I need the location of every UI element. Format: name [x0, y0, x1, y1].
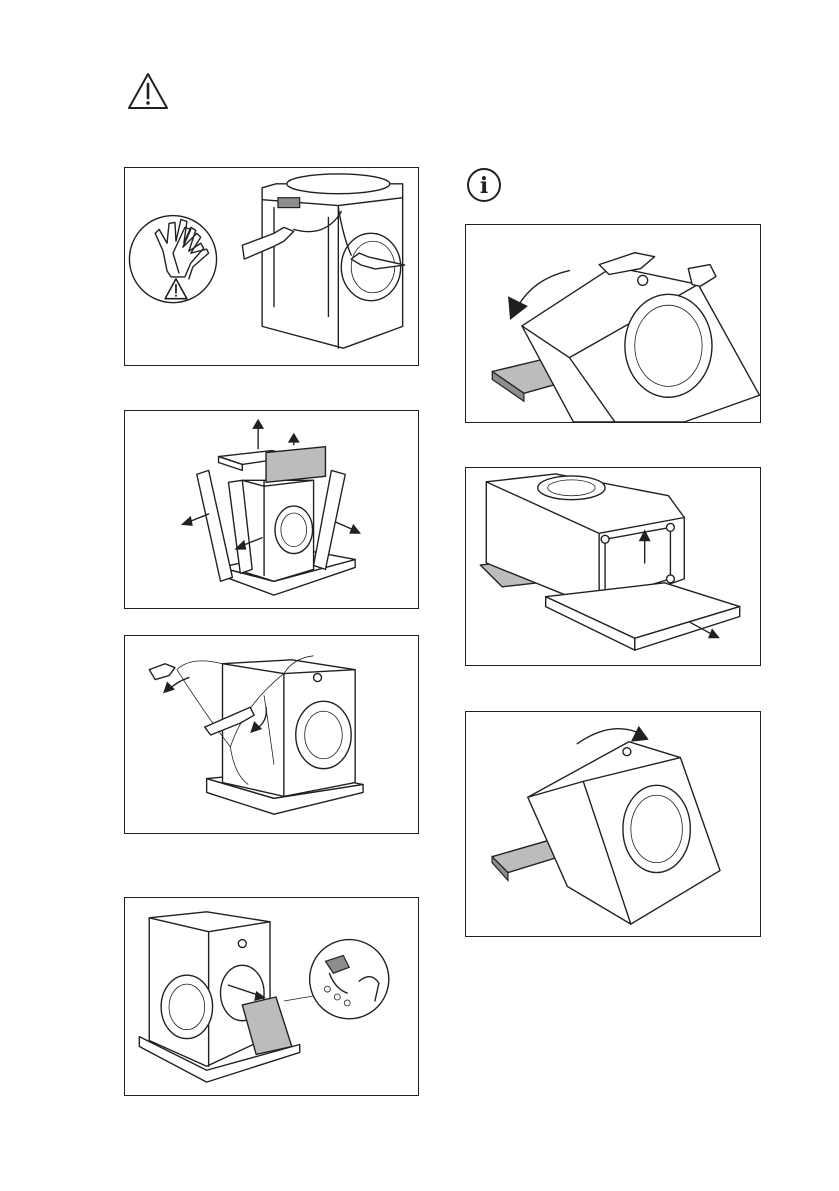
illustration	[466, 712, 760, 936]
illustration	[125, 168, 418, 365]
figure-remove-wrapping-with-gloves	[124, 167, 419, 366]
figure-open-door-remove-accessories	[124, 897, 419, 1096]
info-circle-icon: i	[466, 167, 502, 203]
illustration	[466, 225, 760, 422]
figure-lift-top-and-remove-corner-posts	[124, 410, 419, 609]
corner-post-left	[197, 470, 233, 581]
figure-remove-plastic-bag	[124, 635, 419, 834]
illustration	[125, 898, 418, 1095]
hand-left	[599, 253, 654, 275]
polystyrene-block	[266, 447, 325, 483]
illustration	[125, 636, 418, 833]
illustration	[466, 468, 760, 665]
illustration	[125, 411, 418, 608]
accessories-callout	[310, 940, 389, 1019]
warning-triangle-icon	[127, 72, 169, 110]
hand-left	[149, 664, 175, 680]
figure-tilt-back-onto-polystyrene	[465, 224, 761, 423]
figure-return-to-upright	[465, 711, 761, 937]
hand-right	[688, 265, 716, 287]
figure-remove-base-packaging	[465, 467, 761, 666]
info-symbol: i	[480, 173, 488, 199]
